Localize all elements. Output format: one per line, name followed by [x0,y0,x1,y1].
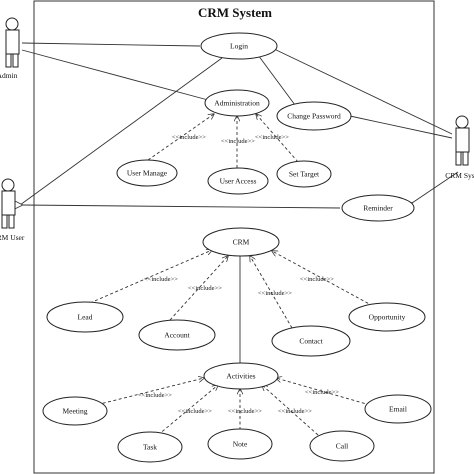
use-case-set-target: Set Target [276,160,332,188]
assoc-reminder-crmsystem [412,171,459,203]
include-meeting [91,378,204,407]
actor-crm-system-label: CRM Sys [445,171,474,180]
use-case-email-label: Email [389,405,407,414]
actor-crm-user-head [1,178,15,192]
use-case-reminder: Reminder [341,194,415,222]
use-case-crm: CRM [202,227,280,257]
include-label: <<include>> [138,392,172,399]
actor-crm-user-leg-left [1,214,8,229]
actor-crm-user-label: CRM User [0,233,25,242]
include-label: <<include>> [144,276,178,283]
include-usermanage [147,114,214,161]
include-task [157,385,218,436]
actor-admin-body [5,29,20,55]
use-case-task: Task [117,431,183,463]
include-label: <<include>> [255,134,289,141]
use-case-opportunity: Opportunity [348,302,426,332]
use-case-user-access: User Access [207,167,269,195]
use-case-meeting-label: Meeting [63,407,88,416]
include-call [262,385,319,436]
use-case-lead-label: Lead [78,313,93,322]
actor-admin-leg-left [5,53,12,68]
include-contact [250,256,293,329]
include-label: <<include>> [300,276,334,283]
actor-crm-system: CRM Sys [445,115,474,180]
use-case-contact: Contact [271,325,351,357]
use-case-set-target-label: Set Target [289,170,320,179]
include-account [169,256,228,321]
use-case-account-label: Account [164,331,190,340]
use-case-call: Call [309,430,375,462]
actor-crm-user-leg-right [8,214,15,229]
use-case-call-label: Call [336,442,349,451]
assoc-changepassword-crmsystem [349,115,453,139]
use-case-email: Email [364,394,432,424]
assoc-admin-login [21,42,201,47]
include-label: <<include>> [278,408,312,415]
use-case-opportunity-label: Opportunity [369,313,406,322]
use-case-administration: Administration [204,89,270,117]
include-dependencies [89,114,374,436]
use-case-lead: Lead [46,301,124,333]
actor-crm-system-body [455,127,470,153]
use-case-activities: Activities [203,362,279,390]
assoc-crmuser-reminder [22,205,341,208]
use-case-user-manage: User Manage [116,159,178,187]
system-boundary [33,0,435,474]
actor-crm-user-body [1,190,16,216]
include-label: <<include>> [221,138,255,145]
assoc-login-crmsystem [271,47,453,135]
actor-admin-label: Admin [0,71,18,80]
include-label: <<include>> [305,389,339,396]
actor-crm-system-leg-right [462,151,469,166]
include-opportunity [272,251,374,307]
assoc-crmuser-login [19,57,223,206]
use-case-reminder-label: Reminder [363,204,393,213]
assoc-login-changepassword [257,54,296,106]
include-label: <<include>> [188,285,222,292]
actor-admin-head [5,17,19,31]
use-case-contact-label: Contact [299,337,323,346]
include-label: <<include>> [258,290,292,297]
use-case-change-password: Change Password [276,101,352,131]
include-labels: <<include>> <<include>> <<include>> <<in… [138,134,339,415]
actor-crm-system-leg-left [455,151,462,166]
actor-admin: Admin [0,17,20,80]
use-case-activities-label: Activities [226,372,255,381]
use-case-meeting: Meeting [42,396,108,426]
include-label: <<include>> [172,134,206,141]
use-case-login-label: Login [230,42,248,51]
use-case-login: Login [200,32,278,60]
include-lead [89,250,212,304]
actor-admin-leg-right [12,53,19,68]
use-case-note: Note [207,428,273,460]
associations [19,42,459,364]
use-case-user-access-label: User Access [220,177,257,186]
actor-crm-system-head [455,115,469,129]
actor-crm-user: CRM User [0,178,25,242]
include-label: <<include>> [178,408,212,415]
use-case-task-label: Task [143,443,157,452]
use-case-administration-label: Administration [214,99,260,108]
use-case-crm-label: CRM [233,238,250,247]
diagram-title: CRM System [198,5,272,20]
assoc-admin-administration [21,49,209,101]
use-case-account: Account [138,319,216,351]
use-case-user-manage-label: User Manage [127,169,168,178]
include-label: <<include>> [228,408,262,415]
use-case-change-password-label: Change Password [287,112,341,121]
use-case-note-label: Note [233,440,248,449]
